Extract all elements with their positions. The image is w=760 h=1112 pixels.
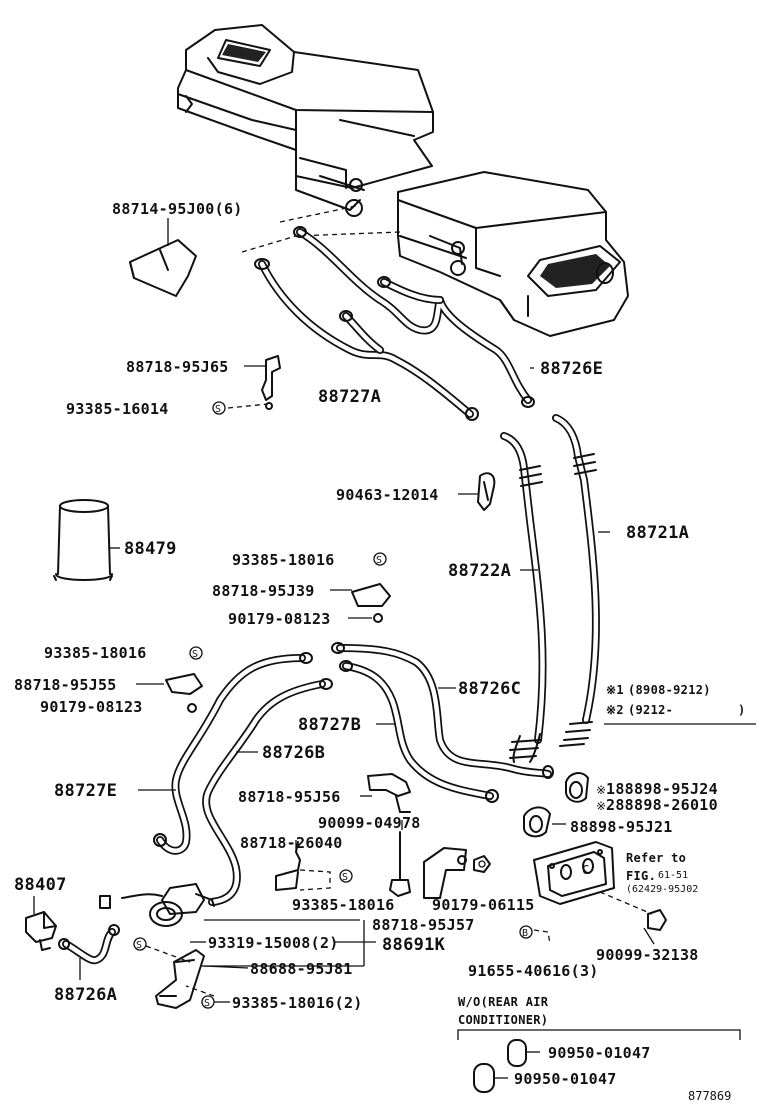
clamp-88718-95J39: S: [351, 552, 391, 623]
pipe-88727B: [339, 660, 499, 803]
leader-dashed-1: [279, 205, 357, 223]
bracket-88718-95J57: [423, 847, 467, 899]
clamp-88718-95J55: S: [165, 646, 203, 713]
label-88898-26010: 288898-26010: [606, 796, 718, 814]
label-90179-08123-a: 90179-08123: [228, 610, 331, 628]
label-90950-01047-b: 90950-01047: [514, 1070, 617, 1088]
figure-id: 877869: [688, 1089, 731, 1103]
pipe-88726C: [331, 642, 554, 779]
grommet-90950-upper: [507, 1039, 540, 1067]
label-88898-95J24: 188898-95J24: [606, 780, 718, 798]
label-90463-12014: 90463-12014: [336, 486, 439, 504]
label-88718-95J65: 88718-95J65: [126, 358, 229, 376]
label-88727A: 88727A: [318, 387, 381, 407]
label-93319-15008: 93319-15008(2): [208, 934, 339, 952]
label-88722A: 88722A: [448, 561, 511, 581]
hose-88721A: [552, 414, 600, 747]
bracket-88718-26040: S: [275, 841, 353, 891]
label-88718-95J55: 88718-95J55: [14, 676, 117, 694]
pipe-88726A: [58, 924, 120, 980]
nut-90179-06115: [473, 855, 491, 873]
fig-text: FIG.: [626, 869, 656, 883]
nut-90099-32138: [647, 909, 667, 931]
bolt-symbol-93385-16014: S: [212, 401, 269, 415]
label-88718-95J57: 88718-95J57: [372, 916, 475, 934]
label-88718-95J56: 88718-95J56: [238, 788, 341, 806]
label-88688-95J81: 88688-95J81: [250, 960, 353, 978]
wo-rear-air-line2: CONDITIONER): [458, 1013, 548, 1027]
svg-text:B: B: [522, 928, 528, 939]
label-90950-01047-a: 90950-01047: [548, 1044, 651, 1062]
refer-to-text: Refer to: [626, 851, 686, 865]
label-93385-18016-a: 93385-18016: [232, 551, 335, 569]
o-ring-88898-95J24: [565, 772, 589, 803]
label-93385-18016-d: 93385-18016(2): [232, 994, 363, 1012]
grommet-90950-lower: [473, 1063, 508, 1093]
bracket-88688-95J81: S S: [133, 937, 215, 1009]
svg-text:S: S: [215, 404, 221, 415]
label-88898-95J21: 88898-95J21: [570, 818, 673, 836]
label-93385-18016-c: 93385-18016: [292, 896, 395, 914]
valve-88691K: [99, 883, 215, 927]
receiver-drier-88479: [53, 499, 120, 581]
label-88726A: 88726A: [54, 985, 117, 1005]
label-90179-08123-b: 90179-08123: [40, 698, 143, 716]
svg-text:C: C: [582, 863, 589, 877]
note-2-text: (9212-: [628, 703, 673, 717]
hose-88722A: [500, 432, 547, 763]
switch-88407: [25, 896, 57, 951]
part-labels: 88714-95J00(6) 88718-95J65 93385-16014 8…: [14, 200, 746, 1103]
svg-text:S: S: [342, 872, 348, 883]
label-88726B: 88726B: [262, 743, 325, 763]
label-88718-26040: 88718-26040: [240, 834, 343, 852]
pipe-88727E: [153, 652, 313, 855]
pipe-88726E: [296, 228, 532, 404]
insulator-sleeve-88714: [129, 218, 197, 297]
label-88726C: 88726C: [458, 679, 521, 699]
clamp-88718-95J56: [367, 773, 411, 813]
note-1-text: (8908-9212): [628, 683, 711, 697]
label-88407: 88407: [14, 875, 67, 895]
label-91655-40616: 91655-40616(3): [468, 962, 599, 980]
label-93385-16014: 93385-16014: [66, 400, 169, 418]
leader-dashed-2: [241, 235, 297, 253]
clip-symbol-91655: B: [519, 925, 551, 945]
label-93385-18016-b: 93385-18016: [44, 644, 147, 662]
label-88727E: 88727E: [54, 781, 117, 801]
label-88727B: 88727B: [298, 715, 361, 735]
svg-text:S: S: [204, 998, 210, 1009]
clamp-88718-95J65: [261, 355, 281, 410]
pipe-88727A: [254, 226, 535, 421]
svg-text:S: S: [192, 649, 198, 660]
label-88726E: 88726E: [540, 359, 603, 379]
star-marker-2: ※: [596, 799, 606, 813]
gasket-plate: C: [533, 841, 653, 915]
label-90179-06115: 90179-06115: [432, 896, 535, 914]
front-unit-housing: [177, 24, 434, 217]
wo-rear-air-bracket: [457, 1029, 741, 1040]
label-88479: 88479: [124, 539, 177, 559]
svg-text:S: S: [136, 940, 142, 951]
svg-text:S: S: [376, 555, 382, 566]
wo-rear-air-line1: W/O(REAR AIR: [458, 995, 549, 1009]
rear-unit-housing: [397, 171, 629, 337]
label-88718-95J39: 88718-95J39: [212, 582, 315, 600]
label-90099-32138: 90099-32138: [596, 946, 699, 964]
o-ring-88898-95J21: [523, 806, 551, 838]
fig-number: 61-51: [658, 870, 688, 881]
label-88691K: 88691K: [382, 935, 446, 955]
leader-lines: [136, 365, 655, 1003]
note-2-end: ): [738, 703, 746, 717]
clip-90463-12014: [477, 472, 496, 511]
bolt-90099-04978: [389, 831, 411, 897]
note-2-marker: ※2: [606, 703, 624, 717]
label-88721A: 88721A: [626, 523, 689, 543]
fig-sub-number: (62429-95J02: [626, 884, 698, 895]
pipe-88726B: [202, 678, 333, 906]
label-88714-95J00: 88714-95J00(6): [112, 200, 243, 218]
note-1-marker: ※1: [606, 683, 624, 697]
star-marker-1: ※: [596, 783, 606, 797]
label-90099-04978: 90099-04978: [318, 814, 421, 832]
